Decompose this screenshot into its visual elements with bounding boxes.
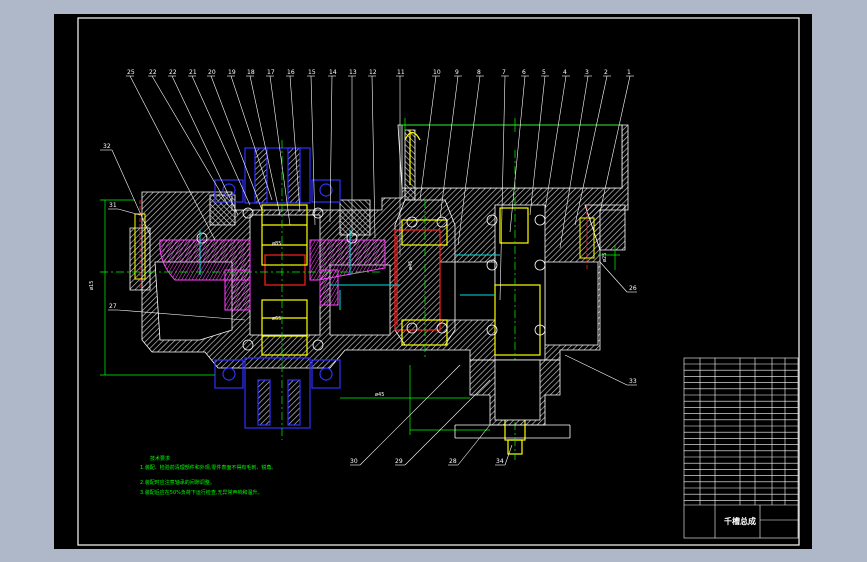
dim-1: ø85 [272, 241, 281, 247]
balloon-label-18: 18 [247, 69, 255, 76]
balloon-label-19: 19 [228, 69, 236, 76]
tech-line-2: 2.装配时应注意轴承的间隙调整。 [140, 479, 215, 486]
leader-line [499, 75, 506, 301]
balloon-label-3: 3 [585, 69, 589, 76]
balloon-label-21: 21 [189, 69, 197, 76]
cyan-lines [199, 230, 500, 310]
leader-line [191, 75, 251, 206]
dim-left: ø15 [89, 281, 95, 290]
bearing-balls [196, 207, 546, 351]
leader-line [439, 75, 459, 219]
leader-line [371, 75, 376, 239]
balloon-label-4: 4 [563, 69, 567, 76]
dim-4: ø45 [375, 392, 384, 398]
balloon-label-7: 7 [502, 69, 506, 76]
balloon-26: 26 [629, 285, 637, 292]
leader-lines [126, 75, 634, 301]
centerlines [100, 118, 620, 460]
balloon-label-15: 15 [308, 69, 316, 76]
balloon-label-11: 11 [397, 69, 405, 76]
balloon-label-10: 10 [433, 69, 441, 76]
balloon-label-17: 17 [267, 69, 275, 76]
drawing-title: 千槽总成 [724, 516, 756, 526]
leader-line [419, 75, 437, 201]
balloon-label-22: 22 [149, 69, 157, 76]
balloon-32: 32 [103, 143, 111, 150]
bearings [261, 130, 541, 455]
leader-line [544, 75, 567, 211]
balloon-label-25: 25 [127, 69, 135, 76]
leader-line [171, 75, 239, 216]
leader-line [230, 75, 273, 201]
balloon-label-13: 13 [349, 69, 357, 76]
leader-line [574, 75, 608, 226]
vertical-shaft [214, 147, 341, 429]
leader-line [210, 75, 263, 211]
balloon-30: 30 [350, 458, 358, 465]
balloon-29: 29 [395, 458, 403, 465]
bevel-gear [159, 239, 386, 311]
dim-5: ø25 [602, 253, 608, 262]
balloon-label-2: 2 [604, 69, 608, 76]
leader-line [269, 75, 291, 226]
balloon-28: 28 [449, 458, 457, 465]
balloon-label-9: 9 [455, 69, 459, 76]
side-balloons: 32 31 27 26 33 30 29 28 34 [100, 143, 637, 466]
inner-border [77, 17, 800, 546]
balloon-27: 27 [109, 303, 117, 310]
leader-line [151, 75, 229, 206]
balloon-33: 33 [629, 378, 637, 385]
output-housing [454, 359, 571, 439]
leader-line [457, 75, 481, 246]
dimensions: ø15 ø85 ø45 ø65 ø45 ø25 [89, 241, 608, 398]
tech-heading: 技术要求 [150, 455, 170, 462]
balloon-31: 31 [109, 202, 117, 209]
leader-line [289, 75, 301, 213]
balloon-label-12: 12 [369, 69, 377, 76]
balloon-34: 34 [496, 458, 504, 465]
leader-line [249, 75, 281, 216]
leader-line [599, 75, 631, 213]
leader-line [310, 75, 316, 226]
spur-gear [264, 229, 441, 331]
balloon-label-8: 8 [477, 69, 481, 76]
dim-3: ø65 [272, 316, 281, 322]
leader-line [329, 75, 333, 223]
leader-line [509, 75, 526, 233]
balloon-label-16: 16 [287, 69, 295, 76]
title-block [683, 357, 799, 539]
balloon-label-6: 6 [522, 69, 526, 76]
dim-2: ø45 [408, 261, 414, 270]
leader-line [559, 75, 589, 249]
balloon-label-1: 1 [627, 69, 631, 76]
tech-line-1: 1.装配、检验前清理部件和外观,零件表面不得有毛刺、锐角。 [140, 464, 276, 471]
balloon-label-20: 20 [208, 69, 216, 76]
balloon-label-5: 5 [542, 69, 546, 76]
balloon-label-22: 22 [169, 69, 177, 76]
tech-line-3: 3.装配后应在50%负荷下运行检查,无异常声响和温升。 [140, 489, 262, 496]
leader-line [529, 75, 546, 216]
tech-requirements: 技术要求 1.装配、检验前清理部件和外观,零件表面不得有毛刺、锐角。 2.装配时… [140, 455, 276, 496]
leader-line [129, 75, 216, 241]
balloon-label-14: 14 [329, 69, 337, 76]
